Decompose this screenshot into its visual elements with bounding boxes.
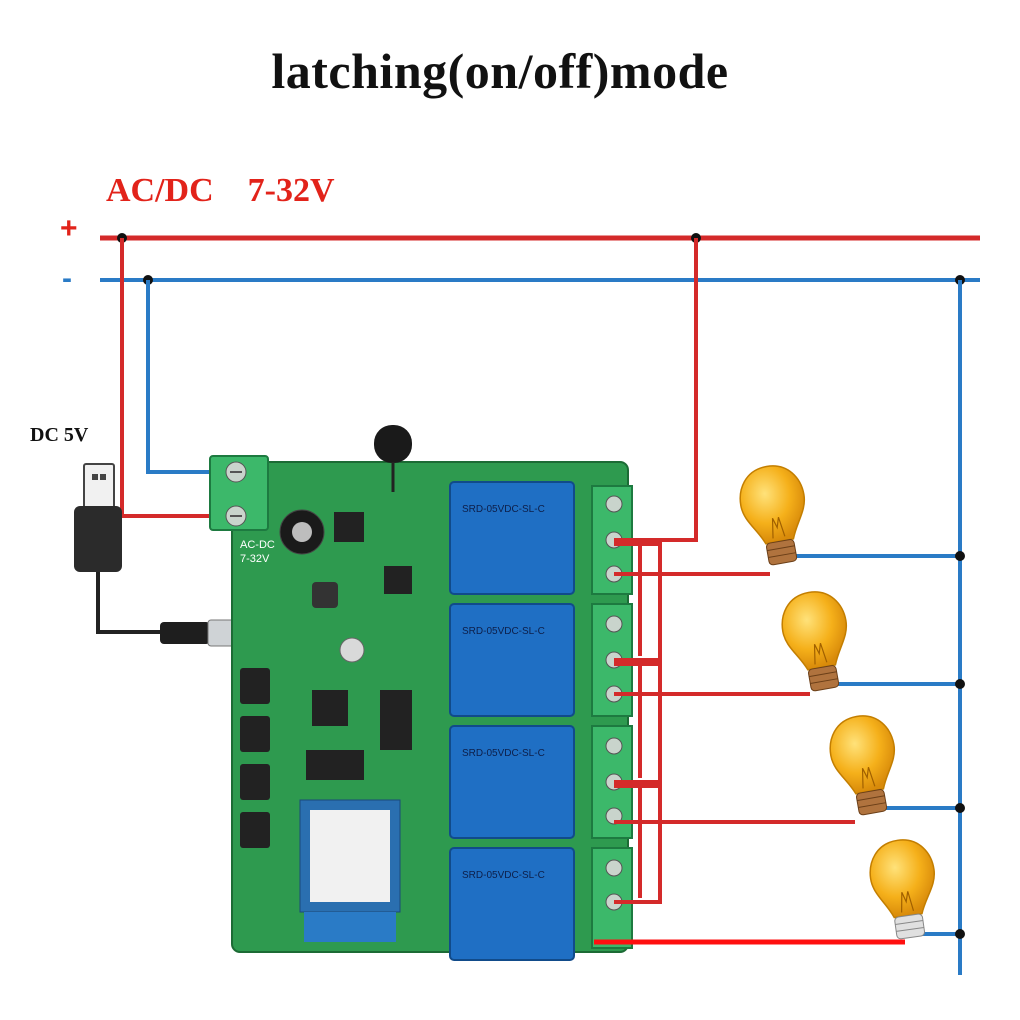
svg-text:SRD-05VDC-SL-C: SRD-05VDC-SL-C	[462, 748, 545, 759]
relay-common-wiring	[614, 238, 698, 904]
junction-dot	[955, 551, 965, 561]
svg-text:SRD-05VDC-SL-C: SRD-05VDC-SL-C	[462, 626, 545, 637]
usb-plug-metal	[83, 463, 115, 511]
push-button	[240, 716, 270, 752]
ic-chip	[334, 512, 364, 542]
relay-4: SRD-05VDC-SL-C	[449, 847, 575, 961]
usb-cable	[74, 463, 243, 647]
light-bulb-3	[829, 715, 896, 816]
svg-text:7-32V: 7-32V	[240, 553, 270, 565]
ic-chip	[306, 750, 364, 780]
light-bulb-2	[781, 591, 848, 692]
junction-dot	[955, 679, 965, 689]
output-terminals	[591, 485, 633, 949]
ic-chip	[380, 690, 412, 750]
relay-marking: SRD-05VDC-SL-C	[462, 504, 545, 515]
usb-plug-body	[74, 506, 122, 572]
light-bulb-4	[869, 839, 935, 940]
power-rails	[100, 233, 980, 285]
micro-usb-plug	[160, 622, 210, 644]
positive-rail-label: +	[60, 212, 78, 245]
board-input-label: AC-DC	[240, 539, 275, 551]
diagram-title: latching(on/off)mode	[271, 43, 729, 99]
input-terminal-block	[209, 455, 269, 531]
inductor	[312, 582, 338, 608]
push-button	[240, 668, 270, 704]
input-negative-wire	[146, 280, 236, 474]
relay-2: SRD-05VDC-SL-C	[449, 603, 575, 717]
ic-chip	[384, 566, 412, 594]
light-bulb-1	[739, 465, 806, 566]
junction-dot	[955, 803, 965, 813]
usb-cable-wire	[96, 572, 170, 634]
push-button	[240, 764, 270, 800]
svg-text:SRD-05VDC-SL-C: SRD-05VDC-SL-C	[462, 870, 545, 881]
bulb-feed-wires	[594, 572, 905, 945]
antenna	[374, 425, 412, 463]
usb-power-label: DC 5V	[30, 424, 89, 446]
supply-voltage-label: AC/DC 7-32V	[106, 172, 335, 209]
relay-1: SRD-05VDC-SL-C	[449, 481, 575, 595]
relay-3: SRD-05VDC-SL-C	[449, 725, 575, 839]
push-button	[240, 812, 270, 848]
negative-rail-label: -	[62, 262, 72, 295]
small-capacitor	[339, 637, 365, 663]
ic-chip	[312, 690, 348, 726]
junction-dot	[955, 929, 965, 939]
